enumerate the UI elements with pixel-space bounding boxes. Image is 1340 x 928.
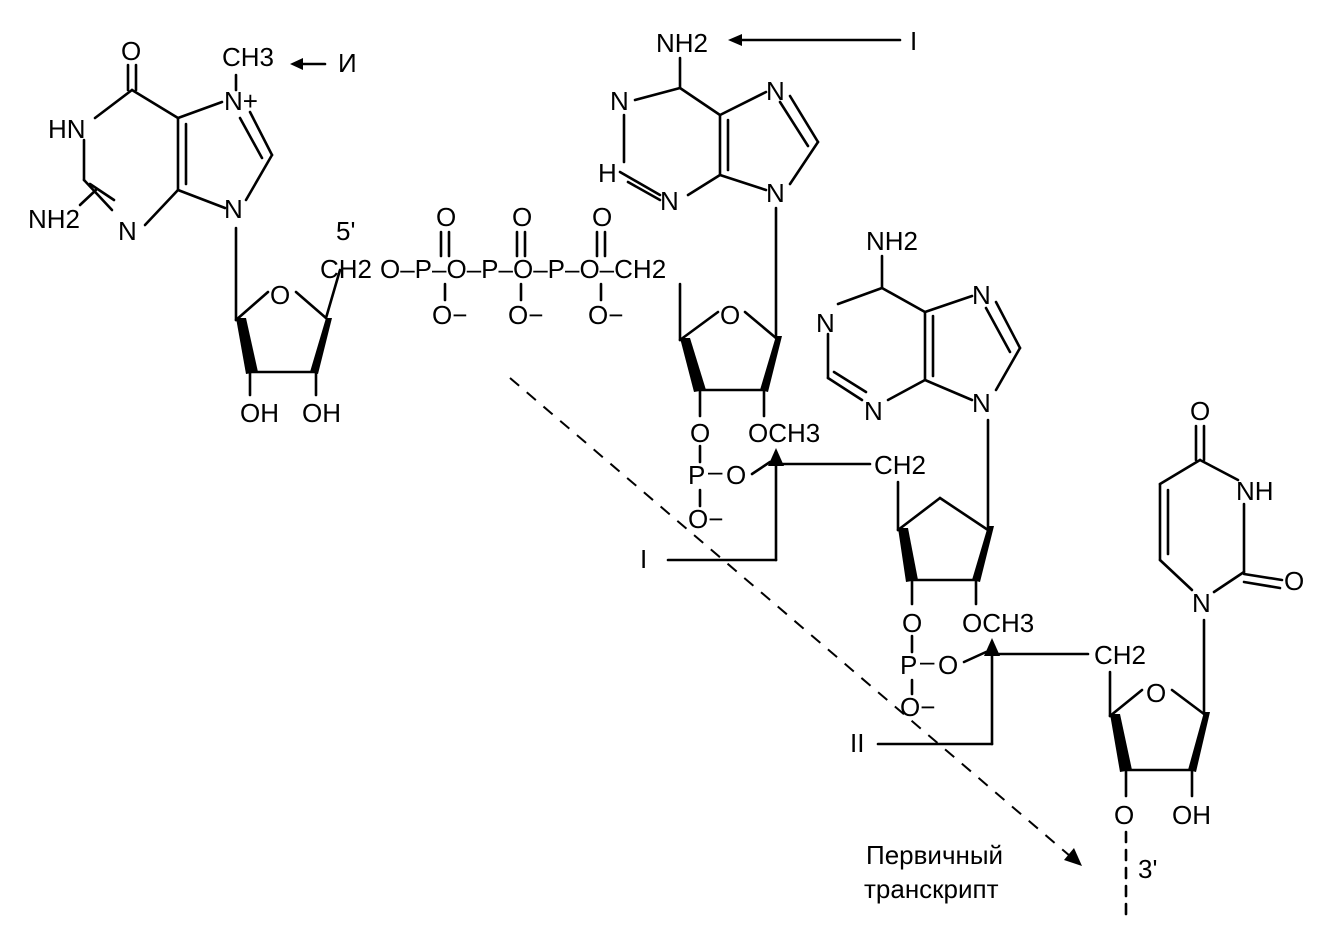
guanine-nh2-label: NH2 [28,204,80,234]
triphosphate-chain-label: O–P–O–P–O–P–O–CH2 [380,254,666,284]
uracil-nh-label: NH [1236,476,1274,506]
p2-o-minus-label: O− [508,300,543,330]
p1-o-label: O [436,202,456,232]
adenine2-n9-label: N [972,388,991,418]
p1-o-minus-label: O− [432,300,467,330]
phosphate1-o-label: O [726,460,746,490]
adenine1-n7-label: N [766,76,785,106]
adenine1-nh2-label: NH2 [656,28,708,58]
cap-ch2-label: CH2 [320,254,372,284]
phosphate2-dash: – [920,646,935,676]
guanine-hn-label: HN [48,114,86,144]
site-I-label: I [640,544,647,574]
phosphate1-dash: – [708,456,723,486]
adenine1-n1-label: N [610,86,629,116]
cap-methyl-label: CH3 [222,42,274,72]
guanine-o-label: O [121,36,141,66]
uracil-n1-label: N [1192,588,1211,618]
transcript-label-line2: транскрипт [864,874,999,904]
ribose3-o-label: O [1146,678,1166,708]
ribose-3: CH2 O O OH 3' [1094,618,1211,922]
three-prime-label: 3' [1138,854,1157,884]
guanine-n7-label: N+ [224,86,258,116]
ch2-3-label: CH2 [1094,640,1146,670]
ribose2-ome-label: OCH3 [962,608,1034,638]
ribose1-3o-label: O [690,418,710,448]
cap-ribose: O OH OH 5' [234,216,355,428]
five-prime-label: 5' [336,216,355,246]
p3-o-minus-label: O− [588,300,623,330]
cap-ribose-3oh-label: OH [302,398,341,428]
adenine2-nh2-label: NH2 [866,226,918,256]
phosphate2-p-label: P [900,650,917,680]
ribose1-o-label: O [720,300,740,330]
adenine1-h-label: H [598,158,617,188]
uracil-o2-label: O [1284,566,1304,596]
guanine-base: O HN NH2 N N+ N [28,36,274,246]
adenine-2-base: NH2 N N N N [816,226,1022,426]
guanine-n3-label: N [118,216,137,246]
cap-methyl-marker: И [338,48,357,78]
phosphate2-o-label: O [938,650,958,680]
ch2-2-label: CH2 [874,450,926,480]
methyl-marker-1-label: I [910,26,917,56]
phosphate1-o-minus-label: O− [688,504,723,534]
adenine2-n7-label: N [972,280,991,310]
ribose3-3o-label: O [1114,800,1134,830]
primary-transcript-arrow: Первичный транскрипт [509,377,1082,904]
triphosphate-bridge: CH2 O–P–O–P–O–P–O–CH2 O O O O− O− O− [320,202,666,330]
adenine-1-base: NH2 N H N N N [598,28,820,216]
ribose-1: O O OCH3 P – O O− I [640,206,872,574]
adenine1-n3-label: N [660,186,679,216]
site-II-label: II [850,728,864,758]
ribose-2: CH2 O OCH3 P – O O− II [850,418,1090,758]
adenine1-n9-label: N [766,178,785,208]
adenine2-n3-label: N [864,396,883,426]
p2-o-label: O [512,202,532,232]
methyl-marker-I-top: I [728,26,917,56]
ribose3-2oh-label: OH [1172,800,1211,830]
uracil-base: O NH N O [1158,396,1304,618]
uracil-o4-label: O [1190,396,1210,426]
adenine2-n1-label: N [816,308,835,338]
phosphate1-p-label: P [688,460,705,490]
cap-methyl-group: CH3 И [222,42,357,78]
transcript-label-line1: Первичный [866,840,1003,870]
ribose2-3o-label: O [902,608,922,638]
p3-o-label: O [592,202,612,232]
guanine-n9-label: N [224,194,243,224]
ribose1-ome-label: OCH3 [748,418,820,448]
cap-ribose-2oh-label: OH [240,398,279,428]
phosphate2-o-minus-label: O− [900,692,935,722]
cap-ribose-o-label: O [270,280,290,310]
